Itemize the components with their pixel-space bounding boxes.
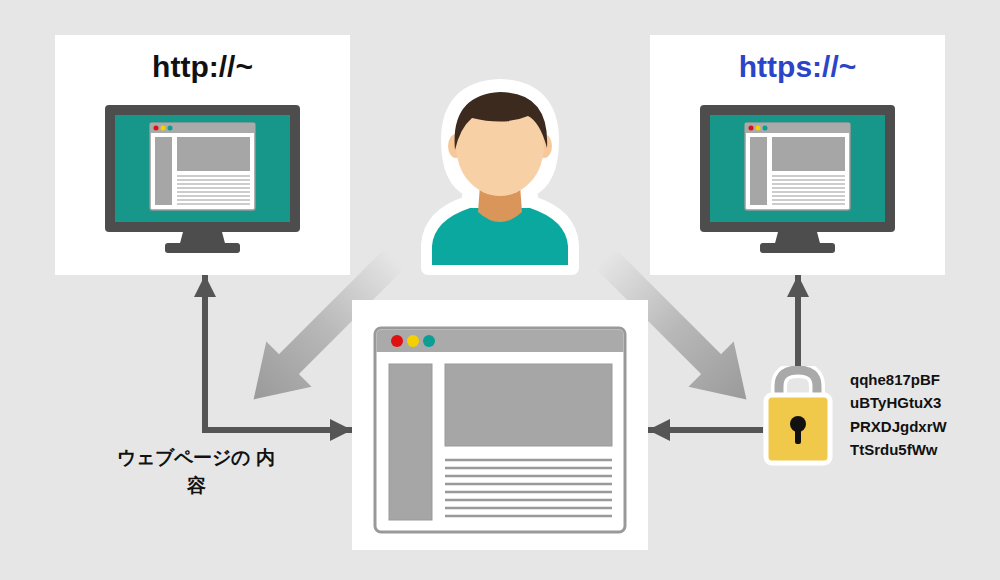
browser-part — [391, 335, 403, 347]
monitor-part — [177, 187, 250, 188]
monitor-part — [177, 203, 250, 204]
url-heading: https://~ — [650, 49, 945, 85]
content-label: ウェブページの 内容 — [116, 444, 276, 499]
web-page-panel: ウェブページの 内容 — [352, 300, 648, 550]
monitor-part — [750, 137, 767, 205]
monitor-part — [165, 243, 240, 253]
browser-part — [445, 459, 612, 462]
browser-part — [445, 364, 612, 446]
arrow-connector — [648, 427, 763, 433]
monitor-part — [700, 105, 895, 232]
monitor-part — [177, 183, 250, 184]
monitor-part — [105, 105, 300, 232]
monitor-part — [772, 199, 845, 200]
monitor-part — [177, 195, 250, 196]
monitor-part — [177, 175, 250, 176]
browser-part — [445, 491, 612, 494]
monitor-part — [772, 187, 845, 188]
browser-part — [445, 515, 612, 518]
monitor-part — [150, 123, 255, 133]
monitor-part — [710, 115, 885, 222]
monitor-part — [168, 126, 173, 131]
https-panel: https://~ — [650, 35, 945, 275]
monitor-part — [772, 137, 845, 171]
browser-part — [423, 335, 435, 347]
monitor-part — [772, 191, 845, 192]
monitor-part — [763, 126, 768, 131]
monitor-part — [177, 137, 250, 171]
lock-illustration — [763, 366, 833, 466]
browser-part — [445, 499, 612, 502]
browser-part — [407, 335, 419, 347]
monitor-part — [115, 115, 290, 222]
monitor-part — [772, 179, 845, 180]
person-icon — [455, 92, 548, 150]
monitor-part — [745, 123, 850, 133]
browser-part — [445, 483, 612, 486]
arrow-connector — [205, 275, 352, 430]
monitor-part — [749, 126, 754, 131]
lock-icon: qqhe817pBF uBTyHGtuX3 PRXDJgdxrW TtSrdu5… — [763, 366, 833, 466]
thick-arrow — [688, 341, 769, 422]
browser-part — [389, 364, 432, 520]
browser-part — [375, 328, 625, 532]
browser-illustration — [352, 300, 648, 550]
browser-part — [445, 475, 612, 478]
encrypted-text: qqhe817pBF uBTyHGtuX3 PRXDJgdxrW TtSrdu5… — [850, 368, 980, 461]
monitor-part — [177, 199, 250, 200]
monitor-part — [177, 179, 250, 180]
url-heading: http://~ — [55, 49, 350, 85]
monitor-part — [760, 243, 835, 253]
monitor-part — [756, 126, 761, 131]
arrow-connector — [795, 275, 801, 366]
monitor-part — [745, 123, 850, 210]
monitor-part — [177, 191, 250, 192]
monitor-part — [150, 123, 255, 210]
monitor-part — [161, 126, 166, 131]
browser-part — [377, 330, 624, 353]
http-panel: http://~ — [55, 35, 350, 275]
person-icon — [428, 86, 572, 268]
monitor-part — [154, 126, 159, 131]
thick-arrow — [231, 341, 312, 422]
monitor-part — [772, 175, 845, 176]
person-icon — [428, 86, 572, 268]
lock-part — [766, 395, 830, 463]
browser-part — [445, 467, 612, 470]
monitor-part — [772, 195, 845, 196]
monitor-part — [772, 203, 845, 204]
monitor-part — [155, 137, 172, 205]
browser-part — [445, 507, 612, 510]
lock-part — [795, 426, 801, 444]
monitor-part — [772, 183, 845, 184]
